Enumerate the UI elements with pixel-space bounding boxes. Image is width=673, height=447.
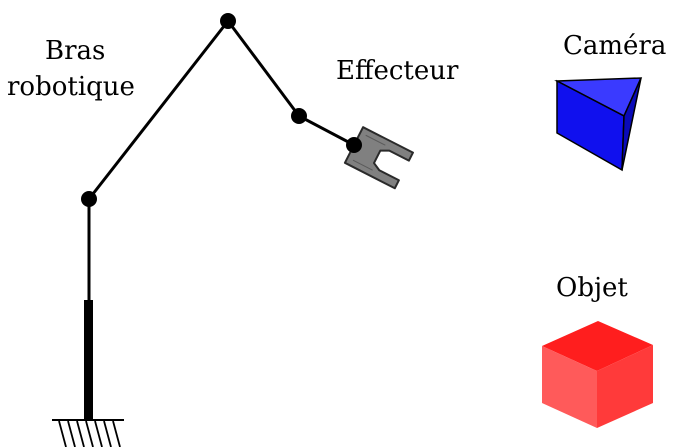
- robot-arm: [81, 13, 414, 420]
- camera-pyramid-icon: [554, 77, 643, 172]
- camera-label: Caméra: [563, 31, 666, 61]
- object-label: Objet: [556, 273, 628, 303]
- cube-icon: [542, 321, 653, 428]
- arm-joint-3: [291, 108, 307, 124]
- ground-hatch-icon: [52, 419, 124, 447]
- gripper-icon: [343, 126, 414, 190]
- arm-link-3: [226, 20, 301, 117]
- arm-joint-1: [81, 191, 97, 207]
- arm-link-2: [87, 20, 230, 200]
- arm-label-line1: Bras: [45, 36, 105, 66]
- arm-base-column: [84, 300, 93, 420]
- arm-label-line2: robotique: [7, 72, 135, 102]
- effector-label: Effecteur: [336, 56, 459, 86]
- arm-link-4: [298, 114, 355, 147]
- arm-joint-2: [220, 13, 236, 29]
- arm-joint-4: [346, 137, 362, 153]
